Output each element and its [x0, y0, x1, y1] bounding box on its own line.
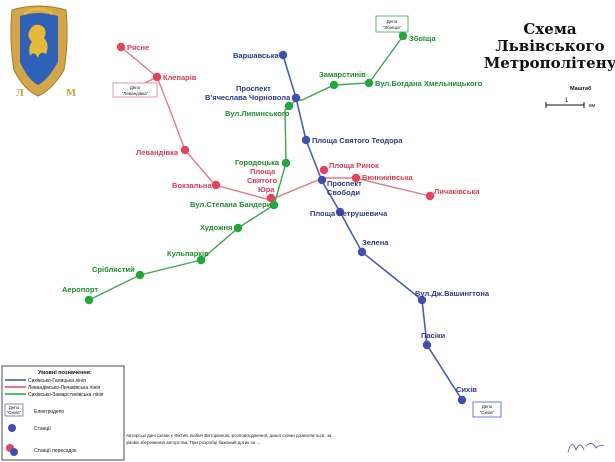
station-varshavska-marker[interactable]: [278, 50, 288, 60]
title-line-2: Львівського: [495, 37, 604, 55]
station-vashingtona-marker[interactable]: [417, 295, 427, 305]
station-prospekt-svobody-label-1: Проспект: [327, 179, 362, 188]
depot-sykhiv: Депо "Сихів": [472, 401, 502, 418]
station-lypynskoho-marker[interactable]: [284, 101, 294, 111]
station-prospekt-svobody-marker[interactable]: [317, 175, 327, 185]
legend-heading: Умовні позначення:: [38, 370, 92, 376]
legend: Умовні позначення: Сихівсько-Галицька лі…: [1, 365, 125, 461]
legend-line-red: Левандівсько-Личаківська лінія: [28, 385, 100, 391]
scale-bar: Маштаб 1 км: [545, 85, 595, 109]
signature: [567, 443, 605, 453]
title-line-3: Метрополітену: [484, 54, 615, 72]
station-levandivka-marker[interactable]: [180, 145, 190, 155]
svg-text:умови збереження авторства. Пр: умови збереження авторства. При розробці…: [126, 439, 260, 445]
station-khmelnytskoho-marker[interactable]: [364, 78, 374, 88]
map-title: Схема Львівського Метрополітену: [484, 20, 615, 72]
svg-text:"Левандівка": "Левандівка": [122, 91, 149, 96]
station-zamarstyniv-marker[interactable]: [329, 80, 339, 90]
station-lychakivska-label: Личаківська: [434, 187, 480, 196]
station-ploshcha-rynok-label: Площа Ринок: [329, 161, 379, 170]
scale-unit: км: [589, 103, 595, 109]
station-labels: Варшавська Проспект В'ячеслава Чорновола…: [62, 34, 490, 394]
station-aeroport-marker[interactable]: [84, 295, 94, 305]
station-horodotska-marker[interactable]: [281, 158, 291, 168]
depot-zboishcha: Депо "Збоїща": [375, 15, 409, 33]
station-prospekt-chornovola-label-2: В'ячеслава Чорновола: [205, 93, 291, 102]
station-zboishcha-label: Збоїща: [409, 34, 436, 43]
station-khudozhnia-label: Художня: [200, 223, 232, 232]
station-pasiky-marker[interactable]: [422, 340, 432, 350]
station-sykhiv-marker[interactable]: [457, 395, 467, 405]
station-vokzalna-marker[interactable]: [211, 180, 221, 190]
station-sribliastyi-label: Сріблястий: [92, 265, 135, 274]
scale-label: Маштаб: [570, 85, 592, 92]
station-khmelnytskoho-label: Вул.Богдана Хмельницького: [375, 79, 483, 88]
station-zelena-marker[interactable]: [357, 247, 367, 257]
legend-station-label: Станції: [34, 426, 51, 432]
station-varshavska-label: Варшавська: [233, 51, 280, 60]
station-ploshcha-teodora-label: Площа Святого Теодора: [312, 136, 403, 145]
svg-text:Депо: Депо: [9, 405, 20, 410]
depot-levandivka: Депо "Левандівка": [112, 82, 158, 98]
station-markers: [84, 31, 467, 405]
svg-text:Депо: Депо: [482, 404, 493, 409]
station-zboishcha-marker[interactable]: [398, 31, 408, 41]
legend-line-blue: Сихівсько-Галицька лінія: [28, 378, 86, 384]
station-horodotska-label: Городоцька: [235, 158, 280, 167]
station-vynnykivska-marker[interactable]: [351, 173, 361, 183]
legend-depot-label: Електродепо: [34, 409, 64, 415]
footnote: Авторські дані схеми є Фіктив. Бабич Вік…: [126, 433, 332, 445]
lviv-oblast-emblem: Л М: [10, 5, 76, 99]
emblem-letter-left: Л: [16, 89, 24, 99]
station-sykhiv-label: Сихів: [456, 385, 477, 394]
station-zamarstyniv-label: Замарстинів: [319, 70, 366, 79]
svg-text:Депо: Депо: [387, 19, 398, 24]
station-ploshcha-yura-label-2: Святого: [247, 176, 277, 185]
station-klepariv-label: Клепарів: [163, 73, 197, 82]
station-bandery-marker[interactable]: [269, 200, 279, 210]
station-ploshcha-rynok-marker[interactable]: [319, 165, 329, 175]
station-sribliastyi-marker[interactable]: [135, 270, 145, 280]
station-prospekt-svobody-label-2: Свободи: [327, 188, 360, 197]
station-vashingtona-label: Вул.Дж.Вашингтона: [415, 289, 490, 298]
station-ploshcha-yura-label-1: Площа: [250, 167, 276, 176]
station-pasiky-label: Пасіки: [421, 331, 446, 340]
scale-value: 1: [565, 98, 569, 104]
station-klepariv-marker[interactable]: [152, 72, 162, 82]
legend-line-green: Сихівсько-Замарстинівська лінія: [28, 392, 104, 398]
svg-text:"Сихів": "Сихів": [480, 410, 495, 415]
emblem-letter-right: М: [66, 89, 76, 99]
station-ploshcha-petrushevycha-label: Площа Петрушевича: [310, 209, 388, 218]
station-levandivka-label: Левандівка: [136, 148, 179, 157]
station-zelena-label: Зелена: [362, 238, 389, 247]
station-lychakivska-marker[interactable]: [425, 191, 435, 201]
svg-text:"Сихів": "Сихів": [7, 410, 22, 415]
station-ploshcha-teodora-marker[interactable]: [301, 135, 311, 145]
station-prospekt-chornovola-marker[interactable]: [291, 93, 301, 103]
station-riasne-marker[interactable]: [116, 42, 126, 52]
svg-text:Депо: Депо: [130, 85, 141, 90]
station-ploshcha-yura-marker[interactable]: [266, 193, 276, 203]
station-aeroport-label: Аеропорт: [62, 285, 98, 294]
station-bandery-label: Вул.Степана Бандери: [190, 200, 272, 209]
station-prospekt-chornovola-label-1: Проспект: [236, 84, 271, 93]
svg-text:Авторські дані схеми є Фіктив.: Авторські дані схеми є Фіктив. Бабич Вік…: [126, 433, 332, 438]
station-kulparkiv-marker[interactable]: [196, 255, 206, 265]
station-riasne-label: Рясне: [127, 43, 149, 52]
station-ploshcha-yura-label-3: Юра: [258, 185, 275, 194]
station-kulparkiv-label: Кульпарків: [167, 249, 209, 258]
station-vokzalna-label: Вокзальна: [172, 181, 212, 190]
station-khudozhnia-marker[interactable]: [233, 223, 243, 233]
station-ploshcha-petrushevycha-marker[interactable]: [335, 207, 345, 217]
station-lypynskoho-label: Вул.Липинського: [225, 109, 290, 118]
svg-text:"Збоїща": "Збоїща": [383, 25, 402, 30]
title-line-1: Схема: [523, 20, 576, 38]
station-vynnykivska-label: Винниківська: [362, 173, 413, 182]
legend-transfer-label: Станції пересадок: [34, 448, 77, 454]
